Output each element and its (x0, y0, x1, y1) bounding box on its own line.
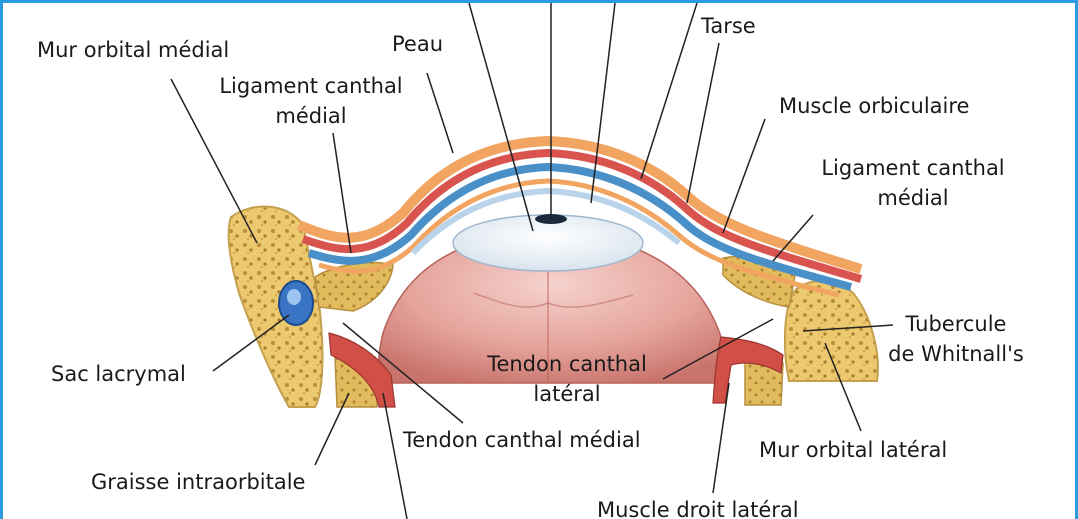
label-tubercule-whitnall: Tubercule de Whitnall's (883, 309, 1029, 369)
label-sac-lacrymal: Sac lacrymal (51, 362, 186, 386)
pointer-muscle-orbiculaire (722, 118, 766, 234)
lateral-orbital-wall-shape (783, 279, 879, 382)
pointer-bottom-left (382, 392, 408, 519)
pointer-top-1 (468, 3, 534, 232)
eyelid-layers (297, 135, 863, 298)
label-ligament-canthal-medial-left: Ligament canthal médial (211, 71, 411, 131)
label-ligament-canthal-medial-left-line2: médial (275, 104, 347, 128)
pointer-peau (426, 72, 454, 154)
lacrimal-sac-shape (278, 280, 314, 326)
pointer-tarse (640, 3, 698, 180)
label-graisse-intraorbitale: Graisse intraorbitale (91, 470, 306, 494)
label-tubercule-line2: de Whitnall's (888, 342, 1024, 366)
label-ligament-canthal-medial-right-line1: Ligament canthal (821, 156, 1005, 180)
label-tendon-canthal-lateral-line2: latéral (533, 382, 601, 406)
label-ligament-canthal-medial-left-line1: Ligament canthal (219, 74, 403, 98)
label-tendon-canthal-lateral-line1: Tendon canthal (487, 352, 647, 376)
label-mur-orbital-lateral: Mur orbital latéral (759, 438, 948, 462)
label-muscle-orbiculaire: Muscle orbiculaire (779, 94, 970, 118)
pointer-tubercule (802, 324, 894, 332)
medial-orbital-wall-shape (227, 205, 324, 408)
pointer-top-3 (590, 3, 616, 204)
label-tendon-canthal-medial: Tendon canthal médial (403, 428, 641, 452)
pointer-tendon-canthal-medial (342, 322, 464, 424)
label-tubercule-line1: Tubercule (905, 312, 1007, 336)
pointer-sac-lacrymal (212, 314, 290, 372)
label-ligament-canthal-medial-right-line2: médial (877, 186, 949, 210)
pointer-graisse (314, 392, 350, 466)
pointer-lines (170, 3, 894, 519)
pointer-tendon-canthal-lateral (662, 318, 774, 380)
label-peau: Peau (392, 32, 444, 56)
label-tendon-canthal-lateral: Tendon canthal latéral (479, 349, 655, 409)
pointer-lig-canthal-left (332, 132, 352, 254)
pointer-muscle-droit-lateral (712, 382, 730, 494)
pointer-tarse-2 (686, 42, 720, 204)
pointer-lig-canthal-right (772, 214, 814, 262)
cornea-shape (452, 214, 644, 272)
pointer-mur-orbital-lateral (824, 342, 862, 432)
label-tarse: Tarse (701, 14, 756, 38)
rectus-muscle-shapes (328, 332, 784, 408)
label-muscle-droit-lateral: Muscle droit latéral (597, 498, 799, 519)
globe-shape (377, 230, 729, 384)
eyelid-cross-section-illustration (170, 3, 894, 519)
label-ligament-canthal-medial-right: Ligament canthal médial (813, 153, 1013, 213)
label-mur-orbital-medial: Mur orbital médial (37, 38, 230, 62)
pointer-mur-orbital-medial (170, 78, 258, 244)
